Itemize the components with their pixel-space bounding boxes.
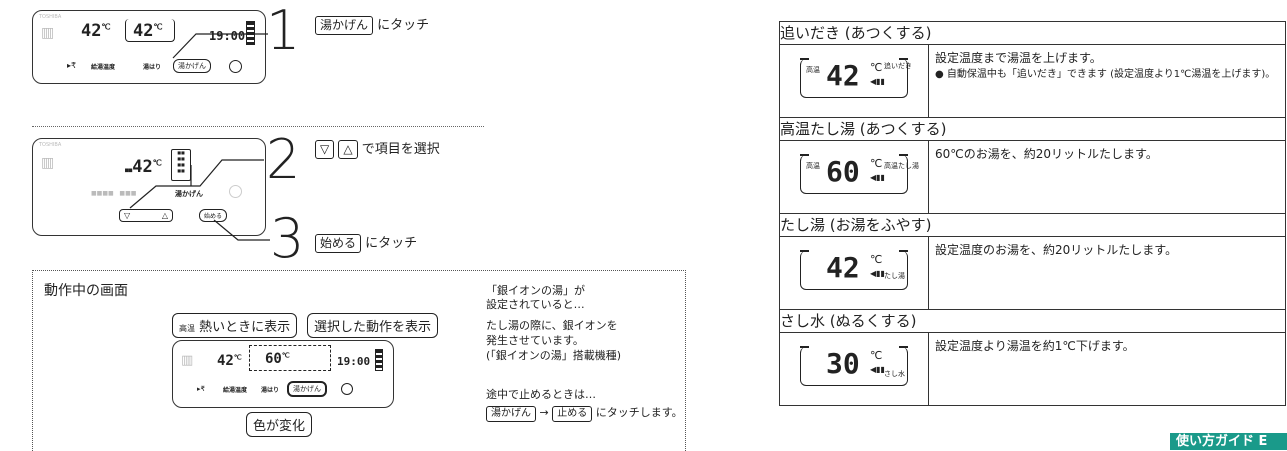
lcd-cell: 高温 60 ℃ ◀▮▮ 高温たし湯	[779, 140, 929, 214]
guide-badge: 使い方ガイド E	[1170, 433, 1287, 450]
step1-key: 湯かげん	[315, 16, 374, 35]
label-temp: 給湯温度	[91, 64, 116, 71]
row-heading: 高温たし湯 (あつくする)	[779, 117, 1286, 141]
op-highlight	[249, 345, 331, 371]
start-button[interactable]: 始める	[199, 209, 228, 222]
step1-instruction: 湯かげん にタッチ	[315, 14, 429, 35]
callout-selected: 選択した動作を表示	[307, 313, 439, 338]
desc-cell: 設定温度のお湯を、約20リットルたします。	[928, 236, 1286, 310]
temp-2: ■■42℃	[125, 157, 162, 177]
op-label-temp: 給湯温度	[223, 387, 248, 394]
menu-label-2: 湯かげん	[175, 190, 203, 198]
op-temp-mid: 60℃	[265, 351, 290, 367]
step1-leader	[172, 33, 268, 59]
time-display: 19:00	[209, 29, 246, 43]
remote-panel-2: TOSHIBA ▥ ■■42℃ ■■■■■■■■ 湯かげん ■■■■ ■■■ ▽…	[32, 138, 266, 236]
row-heading: さし水 (ぬるくする)	[779, 309, 1286, 333]
op-gauge	[375, 349, 383, 371]
divider	[32, 126, 484, 127]
power-button-2	[229, 185, 242, 198]
operation-title: 動作中の画面	[44, 283, 128, 299]
step2-number: 2	[266, 128, 301, 191]
callout-color: 色が変化	[246, 412, 313, 437]
temp-right-frame	[125, 19, 175, 42]
row-heading: たし湯 (お湯をふやす)	[779, 213, 1286, 237]
desc-cell: 60℃のお湯を、約20リットルたします。	[928, 140, 1286, 214]
step3-instruction: 始める にタッチ	[315, 232, 417, 253]
step3-number: 3	[270, 207, 305, 270]
op-temp-left: 42℃	[217, 353, 242, 369]
brand-logo: TOSHIBA	[39, 14, 62, 20]
faint-labels: ■■■■ ■■■	[91, 190, 137, 197]
step2-3-leaders	[129, 159, 270, 241]
note3: 途中で止めるときは…	[486, 388, 596, 401]
callout-hot: 高温 熱いときに表示	[172, 313, 298, 338]
voice-icon: ▸₹	[67, 61, 77, 70]
label-fill: 湯はり	[143, 64, 162, 71]
lcd-cell: 高温 42 ℃ ◀▮▮ 追いだき	[779, 44, 929, 118]
desc-cell: 設定温度まで湯温を上げます。 ● 自動保温中も「追いだき」できます (設定温度よ…	[928, 44, 1286, 118]
operation-box	[32, 270, 686, 451]
note2: たし湯の際に、銀イオンを発生させています。(「銀イオンの湯」搭載機種)	[486, 319, 622, 362]
op-power-button[interactable]	[341, 383, 353, 395]
brand-logo-2: TOSHIBA	[39, 142, 62, 148]
bath-icon-2: ▥	[41, 155, 55, 171]
voice-icon-3: ▸₹	[197, 385, 205, 393]
yukagen-button[interactable]: 湯かげん	[173, 59, 211, 73]
down-button[interactable]: ▽△	[119, 209, 173, 222]
lcd-cell: 42 ℃ ◀▮▮ たし湯	[779, 236, 929, 310]
remote-panel-1: TOSHIBA ▥ 42℃ 42℃ 19:00 ▸₹ 給湯温度 湯はり 湯かげん	[32, 10, 266, 84]
level-gauge	[246, 21, 255, 45]
power-button[interactable]	[229, 60, 242, 73]
temp-left: 42℃	[81, 21, 111, 41]
row-heading: 追いだき (あつくする)	[779, 21, 1286, 45]
lcd-cell: 30 ℃ ◀▮▮ さし水	[779, 332, 929, 406]
op-time: 19:00	[337, 355, 371, 368]
remote-panel-3: ▥ 42℃ 60℃ 19:00 給湯温度 湯はり 湯かげん ▸₹	[172, 340, 394, 408]
bath-icon-3: ▥	[181, 353, 194, 368]
stop-instruction: 湯かげん → 止める にタッチします。	[486, 404, 683, 422]
guide-table: 追いだき (あつくする) 高温 42 ℃ ◀▮▮ 追いだき 設定温度まで湯温を上…	[779, 21, 1286, 406]
temp-right: 42℃	[133, 21, 163, 41]
step1-number: 1	[266, 0, 301, 62]
op-label-fill: 湯はり	[261, 387, 280, 394]
op-yukagen-button[interactable]: 湯かげん	[287, 381, 327, 397]
bath-icon: ▥	[41, 25, 55, 41]
desc-cell: 設定温度より湯温を約1℃下げます。	[928, 332, 1286, 406]
note1: 「銀イオンの湯」が設定されていると…	[486, 284, 585, 311]
step2-instruction: ▽ △ で項目を選択	[315, 138, 440, 159]
